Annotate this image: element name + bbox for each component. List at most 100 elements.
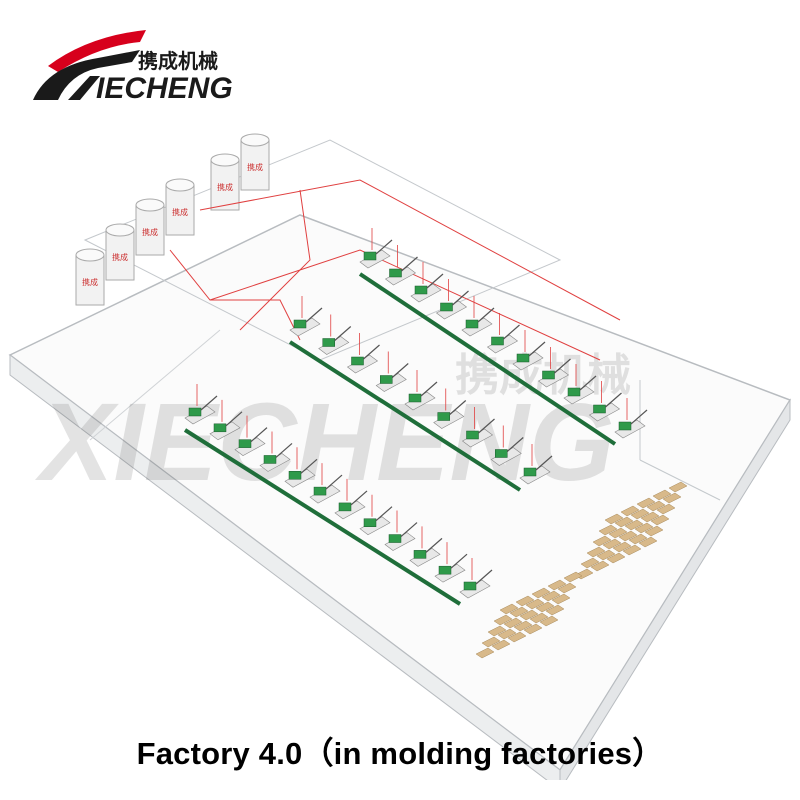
injection-molding-machine bbox=[359, 228, 393, 269]
xiecheng-logo: 携成机械 IECHENG bbox=[33, 30, 233, 103]
svg-text:携成: 携成 bbox=[142, 227, 158, 237]
pallet bbox=[624, 519, 644, 531]
svg-text:携成: 携成 bbox=[112, 252, 128, 262]
pallet bbox=[507, 631, 527, 643]
pallet bbox=[586, 546, 606, 558]
pallet bbox=[652, 489, 672, 501]
injection-molding-machine bbox=[234, 415, 268, 456]
injection-molding-machine bbox=[563, 364, 597, 405]
pallet bbox=[503, 617, 523, 629]
svg-text:携成: 携成 bbox=[82, 277, 98, 287]
injection-molding-machine bbox=[433, 388, 467, 429]
injection-molding-machine bbox=[309, 463, 343, 504]
pallet bbox=[580, 557, 600, 569]
silo: 携成 bbox=[105, 223, 135, 281]
logo-en-text: IECHENG bbox=[96, 72, 233, 103]
pallet bbox=[491, 639, 511, 651]
injection-molding-machine bbox=[375, 351, 409, 392]
injection-molding-machine bbox=[588, 381, 622, 422]
injection-molding-machine bbox=[359, 494, 393, 536]
injection-molding-machine bbox=[404, 370, 438, 411]
pallet bbox=[523, 623, 543, 635]
pallet bbox=[602, 538, 622, 550]
pallet bbox=[563, 571, 583, 583]
svg-text:携成: 携成 bbox=[217, 182, 233, 192]
molding-line bbox=[183, 384, 493, 606]
logo-cn-text: 携成机械 bbox=[138, 49, 218, 73]
silo: 携成 bbox=[75, 248, 105, 306]
injection-molding-machine bbox=[384, 510, 418, 551]
injection-molding-machine bbox=[284, 447, 318, 488]
injection-molding-machine bbox=[384, 245, 418, 286]
pallet bbox=[604, 513, 624, 525]
pallet bbox=[509, 606, 529, 618]
pallet bbox=[622, 544, 642, 556]
injection-molding-machine bbox=[461, 407, 495, 448]
molding-line bbox=[358, 228, 648, 446]
pallet bbox=[592, 535, 612, 547]
pallet bbox=[636, 497, 656, 509]
pallet bbox=[515, 595, 535, 607]
pallet bbox=[628, 533, 648, 545]
pallet bbox=[646, 500, 666, 512]
pallet bbox=[499, 603, 519, 615]
injection-molding-machine bbox=[512, 330, 546, 371]
injection-molding-machine bbox=[410, 262, 444, 303]
pallet bbox=[630, 508, 650, 520]
pallet bbox=[590, 560, 610, 572]
pallet bbox=[481, 636, 501, 648]
pallet bbox=[638, 536, 658, 548]
molding-line bbox=[288, 296, 553, 492]
pallet-storage bbox=[475, 481, 688, 659]
injection-molding-lines bbox=[183, 228, 648, 606]
pallet bbox=[519, 609, 539, 621]
injection-molding-machine bbox=[184, 384, 218, 425]
pallet bbox=[493, 614, 513, 626]
pallet bbox=[650, 514, 670, 526]
injection-molding-machine bbox=[519, 444, 553, 485]
pallet bbox=[614, 516, 634, 528]
pallet bbox=[497, 628, 517, 640]
silo: 携成 bbox=[165, 178, 195, 236]
silo: 携成 bbox=[240, 133, 270, 191]
pallet bbox=[531, 587, 551, 599]
pallet bbox=[535, 601, 555, 613]
injection-molding-machine bbox=[537, 347, 571, 388]
svg-text:携成: 携成 bbox=[247, 162, 263, 172]
injection-molding-machine bbox=[461, 296, 495, 337]
pallet bbox=[513, 620, 533, 632]
pallet bbox=[606, 552, 626, 564]
injection-molding-machine bbox=[334, 478, 368, 520]
pallet bbox=[557, 582, 577, 594]
injection-molding-machine bbox=[459, 558, 493, 599]
injection-molding-machine bbox=[259, 431, 293, 472]
injection-molding-machine bbox=[434, 542, 468, 583]
pallet bbox=[644, 525, 664, 537]
injection-molding-machine bbox=[209, 399, 243, 441]
pallet bbox=[525, 598, 545, 610]
pallet bbox=[618, 530, 638, 542]
injection-molding-machine bbox=[486, 313, 520, 354]
pallet bbox=[596, 549, 616, 561]
injection-molding-machine bbox=[409, 526, 443, 567]
svg-text:携成: 携成 bbox=[172, 207, 188, 217]
pallet bbox=[551, 593, 571, 605]
injection-molding-machine bbox=[435, 279, 469, 320]
injection-molding-machine bbox=[289, 296, 323, 337]
pallet bbox=[620, 505, 640, 517]
pallet bbox=[668, 481, 688, 493]
caption: Factory 4.0（in molding factories） bbox=[136, 736, 664, 771]
pallet bbox=[529, 612, 549, 624]
red-pipelines bbox=[169, 179, 621, 361]
injection-molding-machine bbox=[490, 425, 524, 466]
pallet bbox=[640, 511, 660, 523]
pallet bbox=[547, 579, 567, 591]
silo: 携成 bbox=[210, 153, 240, 211]
pallet bbox=[634, 522, 654, 534]
pallet bbox=[656, 503, 676, 515]
pallet bbox=[539, 615, 559, 627]
pallet bbox=[662, 492, 682, 504]
factory-floor bbox=[8, 139, 792, 780]
pallet bbox=[541, 590, 561, 602]
